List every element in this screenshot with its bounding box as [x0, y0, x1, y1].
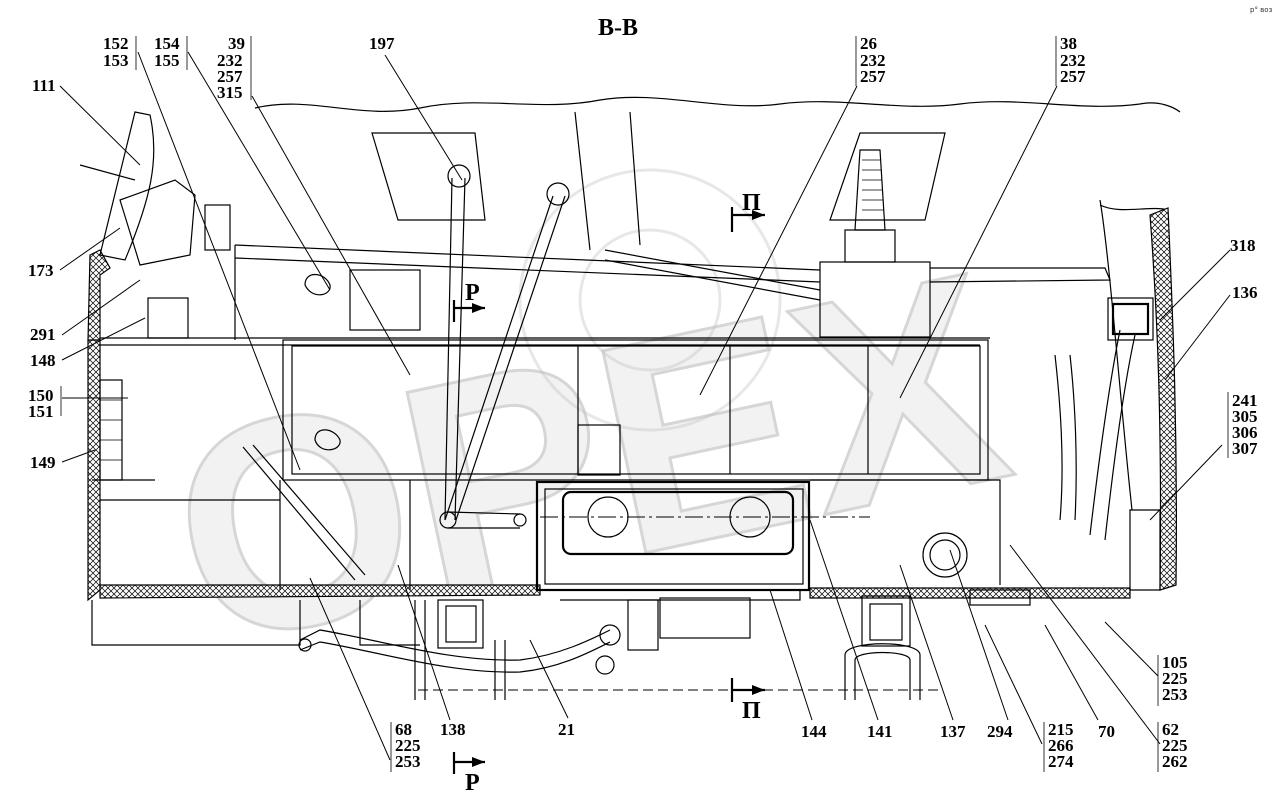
callout-label: 136 — [1232, 283, 1258, 302]
callout-label: 62 — [1162, 720, 1179, 739]
callout-39: 39 232 257 315 — [217, 34, 252, 102]
callout-144: 144 — [801, 722, 827, 741]
callout-137: 137 — [940, 722, 966, 741]
callout-70: 70 — [1098, 722, 1115, 741]
callout-38: 38 232 257 — [1055, 34, 1086, 86]
callout-label: 144 — [801, 722, 827, 741]
callout-label: 138 — [440, 720, 466, 739]
callout-label: 262 — [1162, 752, 1188, 771]
watermark-gear — [518, 168, 782, 432]
callout-label: 137 — [940, 722, 966, 741]
callout-label: 38 — [1060, 34, 1077, 53]
callout-label: 241 — [1232, 391, 1258, 410]
callout-label: 26 — [860, 34, 877, 53]
callout-136: 136 — [1232, 283, 1258, 302]
callout-label: 225 — [395, 736, 421, 755]
callout-label: 148 — [30, 351, 56, 370]
callout-label: 154 — [154, 34, 180, 53]
callout-label: 70 — [1098, 722, 1115, 741]
callout-label: 315 — [217, 83, 243, 102]
callout-label: 151 — [28, 402, 54, 421]
callout-label: 266 — [1048, 736, 1074, 755]
callout-label: 294 — [987, 722, 1013, 741]
callout-label: 232 — [217, 51, 243, 70]
callout-label: 39 — [228, 34, 245, 53]
callout-111: 111 — [32, 76, 56, 95]
callout-197: 197 — [369, 34, 395, 53]
section-mark-left: Р — [452, 280, 485, 322]
callout-105: 105 225 253 — [1157, 653, 1188, 706]
callout-label: 232 — [860, 51, 886, 70]
callout-68: 68 225 253 — [390, 720, 421, 772]
callout-62: 62 225 262 — [1157, 720, 1188, 772]
callout-241: 241 305 306 307 — [1227, 391, 1258, 458]
callout-label: 253 — [395, 752, 421, 771]
callout-label: 257 — [1060, 67, 1086, 86]
callout-label: 257 — [217, 67, 243, 86]
callout-294: 294 — [987, 722, 1013, 741]
corner-note: р° воз — [1250, 6, 1273, 14]
callout-148: 148 — [30, 351, 56, 370]
callout-label: 306 — [1232, 423, 1258, 442]
callout-215: 215 266 274 — [1043, 720, 1074, 772]
callout-318: 318 — [1230, 236, 1256, 255]
callout-label: 153 — [103, 51, 129, 70]
section-mark-lower-letter: П — [742, 698, 761, 724]
callout-label: 291 — [30, 325, 56, 344]
section-mark-lower: П — [730, 678, 765, 724]
callout-21: 21 — [558, 720, 575, 739]
callout-label: 155 — [154, 51, 180, 70]
drawing-title: В-В — [598, 15, 638, 41]
section-mark-upper-letter: П — [742, 190, 761, 216]
callout-26: 26 232 257 — [855, 34, 886, 86]
section-mark-bottom: Р — [452, 752, 485, 796]
callout-label: 318 — [1230, 236, 1256, 255]
callout-label: 232 — [1060, 51, 1086, 70]
callout-label: 305 — [1232, 407, 1258, 426]
callout-291: 291 — [30, 325, 56, 344]
callout-152: 152 153 — [103, 34, 137, 70]
callout-173: 173 — [28, 261, 54, 280]
watermark: OPEX — [146, 207, 1033, 709]
callout-label: 225 — [1162, 736, 1188, 755]
callout-label: 257 — [860, 67, 886, 86]
callout-label: 21 — [558, 720, 575, 739]
callout-label: 173 — [28, 261, 54, 280]
callout-150: 150 151 — [28, 386, 62, 421]
callout-label: 307 — [1232, 439, 1258, 458]
callout-141: 141 — [867, 722, 893, 741]
callout-label: 149 — [30, 453, 56, 472]
callout-label: 150 — [28, 386, 54, 405]
callout-138: 138 — [440, 720, 466, 739]
callout-label: 253 — [1162, 685, 1188, 704]
callout-label: 111 — [32, 76, 56, 95]
callout-label: 141 — [867, 722, 893, 741]
callout-label: 152 — [103, 34, 129, 53]
callout-label: 105 — [1162, 653, 1188, 672]
leader-lines — [59, 51, 1231, 761]
callout-label: 68 — [395, 720, 412, 739]
callout-149: 149 — [30, 453, 56, 472]
callout-label: 225 — [1162, 669, 1188, 688]
cab-section-drawing — [79, 96, 1181, 700]
callout-154: 154 155 — [154, 34, 188, 70]
section-mark-upper: П — [730, 190, 765, 232]
section-mark-left-letter: Р — [465, 280, 480, 306]
callout-label: 197 — [369, 34, 395, 53]
section-mark-bottom-letter: Р — [465, 770, 480, 796]
callout-label: 215 — [1048, 720, 1074, 739]
callout-label: 274 — [1048, 752, 1074, 771]
